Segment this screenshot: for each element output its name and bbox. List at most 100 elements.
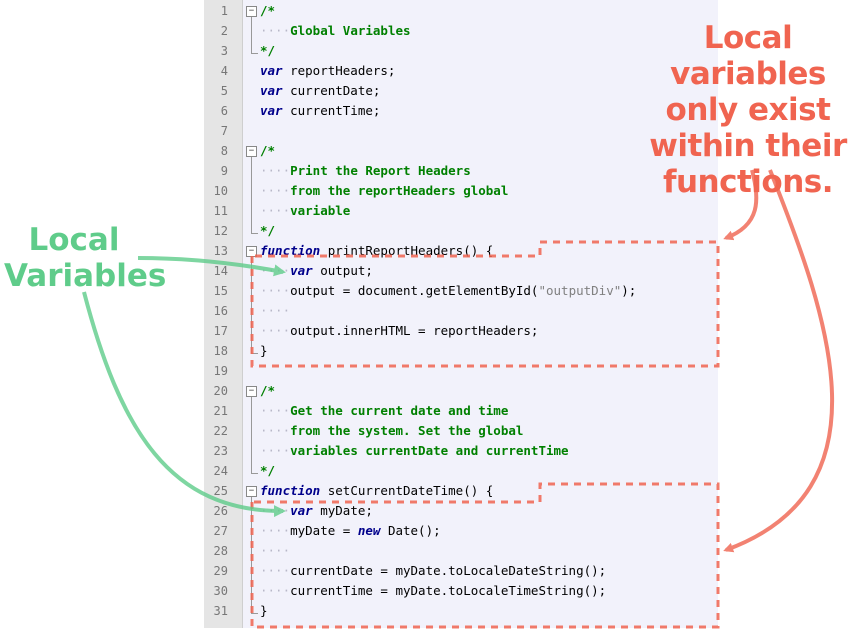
code-token: setCurrentDateTime() { (320, 483, 494, 498)
scope-box-print-report-headers (250, 240, 720, 368)
line-number: 6 (220, 104, 228, 118)
indent-marker: ···· (260, 443, 291, 458)
code-line: ····variable (260, 201, 350, 221)
line-number: 15 (213, 284, 228, 298)
code-line: function setCurrentDateTime() { (260, 481, 493, 501)
code-line: ····myDate = new Date(); (260, 521, 441, 541)
line-number: 25 (213, 484, 228, 498)
scope-arrow-bottom (723, 169, 835, 553)
annotation-line: Local (28, 222, 120, 258)
line-number: 8 (220, 144, 228, 158)
code-token: Date(); (380, 523, 441, 538)
line-number: 30 (213, 584, 228, 598)
code-token: myDate = (290, 523, 358, 538)
code-line: ····currentTime = myDate.toLocaleTimeStr… (260, 581, 606, 601)
line-number: 18 (213, 344, 228, 358)
line-number: 22 (213, 424, 228, 438)
line-number: 14 (213, 264, 228, 278)
code-line: ····output.innerHTML = reportHeaders; (260, 321, 538, 341)
comment-token: Print the Report Headers (290, 163, 471, 178)
code-line: */ (260, 41, 275, 61)
line-number: 7 (220, 124, 228, 138)
line-number: 13 (213, 244, 228, 258)
keyword-token: var (290, 263, 313, 278)
code-token: printReportHeaders() { (320, 243, 494, 258)
code-token: reportHeaders; (282, 63, 396, 78)
line-number: 21 (213, 404, 228, 418)
annotation-line: functions. (662, 164, 834, 200)
fold-guide-line (251, 157, 252, 229)
line-number: 20 (213, 384, 228, 398)
local-scope-annotation: Local variables only exist within their … (630, 20, 860, 200)
code-token: currentDate = myDate.toLocaleDateString(… (290, 563, 607, 578)
fold-end-marker (251, 227, 258, 234)
code-token: ); (621, 283, 637, 298)
line-number: 9 (220, 164, 228, 178)
comment-token: /* (260, 3, 276, 18)
code-token: output.innerHTML = reportHeaders; (290, 323, 539, 338)
code-line: ····from the system. Set the global (260, 421, 523, 441)
code-line: var currentTime; (260, 101, 380, 121)
annotation-line: only exist (665, 92, 831, 128)
comment-token: /* (260, 143, 276, 158)
fold-end-marker (251, 47, 258, 54)
line-number: 11 (213, 204, 228, 218)
line-number: 26 (213, 504, 228, 518)
fold-toggle-icon[interactable]: − (246, 386, 257, 397)
code-token: myDate; (312, 503, 373, 518)
local-var-arrow-bottom (82, 291, 286, 518)
local-variables-annotation: Local Variables (4, 222, 167, 294)
code-line: ····from the reportHeaders global (260, 181, 508, 201)
code-token: currentTime; (282, 103, 381, 118)
fold-end-marker (251, 467, 258, 474)
line-number: 19 (213, 364, 228, 378)
line-number: 29 (213, 564, 228, 578)
code-line: */ (260, 221, 275, 241)
line-number: 28 (213, 544, 228, 558)
code-line: ····Global Variables (260, 21, 411, 41)
scope-box-set-current-date-time (250, 482, 720, 629)
keyword-token: function (260, 483, 321, 498)
code-line: ···· (260, 301, 290, 321)
indent-marker: ···· (260, 163, 291, 178)
indent-marker: ···· (260, 323, 291, 338)
comment-token: */ (260, 463, 276, 478)
keyword-token: var (260, 63, 283, 78)
keyword-token: var (260, 103, 283, 118)
indent-marker: ···· (260, 303, 291, 318)
line-number: 24 (213, 464, 228, 478)
line-number: 16 (213, 304, 228, 318)
code-line: function printReportHeaders() { (260, 241, 493, 261)
code-line: ····variables currentDate and currentTim… (260, 441, 569, 461)
code-token: } (260, 603, 268, 618)
indent-marker: ···· (260, 583, 291, 598)
fold-guide-line (251, 17, 252, 49)
line-number: 5 (220, 84, 228, 98)
fold-toggle-icon[interactable]: − (246, 6, 257, 17)
code-line: } (260, 601, 268, 621)
comment-token: Get the current date and time (290, 403, 509, 418)
fold-toggle-icon[interactable]: − (246, 146, 257, 157)
code-token: output = document.getElementById( (290, 283, 539, 298)
indent-marker: ···· (260, 523, 291, 538)
fold-guide-line (251, 257, 252, 349)
indent-marker: ···· (260, 403, 291, 418)
code-line: /* (260, 1, 275, 21)
keyword-token: function (260, 243, 321, 258)
comment-token: from the system. Set the global (290, 423, 524, 438)
comment-token: variable (290, 203, 351, 218)
code-line: var reportHeaders; (260, 61, 395, 81)
line-number: 17 (213, 324, 228, 338)
fold-toggle-icon[interactable]: − (246, 486, 257, 497)
keyword-token: var (290, 503, 313, 518)
scope-arrow-top (723, 169, 759, 241)
code-line: /* (260, 141, 275, 161)
indent-marker: ···· (260, 543, 291, 558)
code-token: currentTime = myDate.toLocaleTimeString(… (290, 583, 607, 598)
code-line: ····output = document.getElementById("ou… (260, 281, 636, 301)
code-line: } (260, 341, 268, 361)
annotation-line: Variables (4, 258, 167, 294)
code-token: currentDate; (282, 83, 381, 98)
